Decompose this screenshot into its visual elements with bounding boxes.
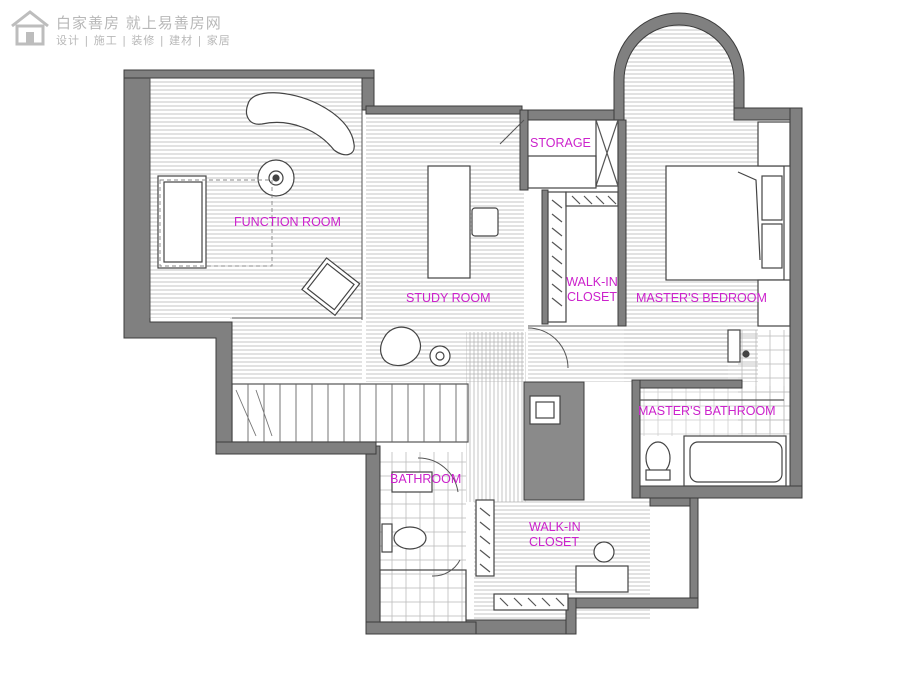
label-masters-bathroom: MASTER'S BATHROOM — [638, 404, 776, 418]
label-walk-in-closet-upper: WALK-IN CLOSET — [560, 275, 624, 305]
master-toilet — [645, 441, 671, 475]
walls — [123, 12, 803, 635]
label-walk-in-closet-lower-line2: CLOSET — [529, 535, 580, 549]
label-walk-in-closet-lower-line1: WALK-IN — [529, 520, 581, 534]
curved-sofa — [245, 92, 355, 156]
label-function-room: FUNCTION ROOM — [234, 215, 341, 229]
label-walk-in-closet-upper-line1: WALK-IN — [566, 275, 618, 289]
vanity-table — [575, 565, 629, 593]
bath-vanity — [391, 471, 433, 493]
bath-toilet — [381, 523, 393, 553]
label-walk-in-closet-upper-line2: CLOSET — [566, 290, 617, 304]
furniture — [157, 92, 791, 623]
label-masters-bedroom: MASTER'S BEDROOM — [636, 291, 767, 305]
label-study-room: STUDY ROOM — [406, 291, 491, 305]
stairs — [231, 383, 469, 443]
study-chair — [471, 207, 499, 237]
watermark-title: 白家善房 就上易善房网 — [56, 14, 222, 32]
label-walk-in-closet-lower: WALK-IN CLOSET — [529, 520, 581, 550]
lounge-chair — [380, 326, 422, 367]
pillow-top — [761, 175, 783, 221]
watermark-subtitle: 设计 | 施工 | 装修 | 建材 | 家居 — [56, 34, 231, 47]
doors — [149, 78, 618, 577]
label-storage: STORAGE — [530, 136, 591, 150]
label-bathroom: BATHROOM — [390, 472, 462, 486]
pillow-bottom — [761, 223, 783, 269]
study-desk — [427, 165, 471, 279]
stool — [593, 541, 615, 563]
house-logo-icon — [11, 10, 49, 46]
watermark-logo: 白家善房 就上易善房网 设计 | 施工 | 装修 | 建材 | 家居 — [8, 8, 268, 48]
bath-sink — [727, 329, 741, 363]
